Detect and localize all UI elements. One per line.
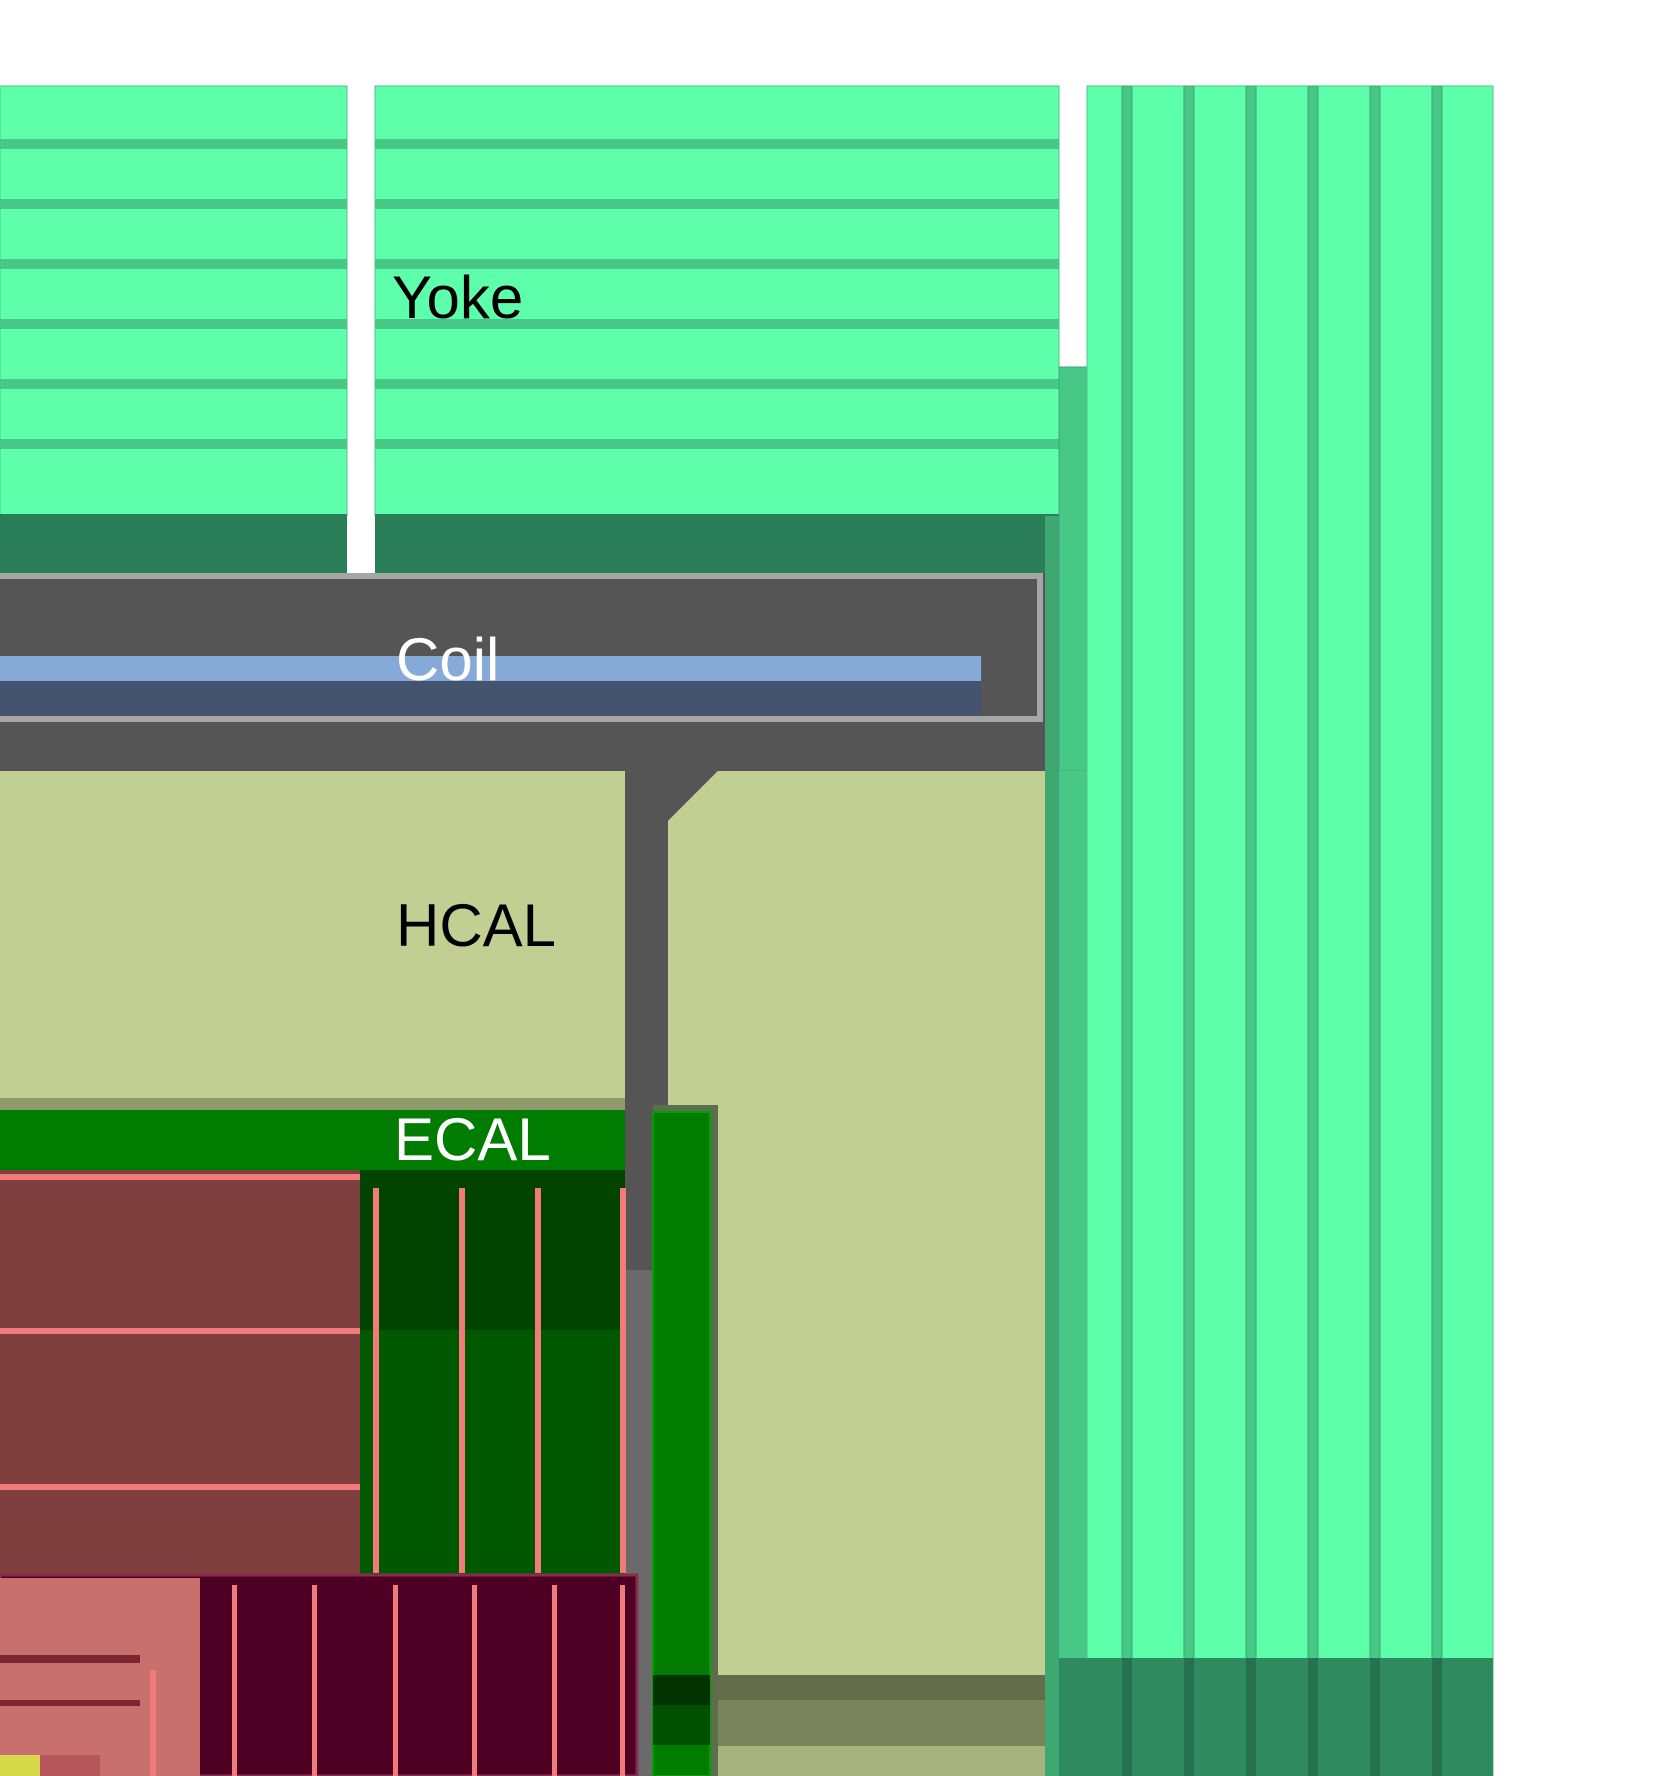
label-yoke: Yoke bbox=[392, 264, 523, 331]
yoke-barrel-right bbox=[374, 85, 1060, 573]
label-coil: Coil bbox=[396, 626, 499, 693]
yoke-step-strip bbox=[1058, 366, 1088, 772]
coil bbox=[0, 656, 981, 715]
hcal-barrel bbox=[0, 771, 625, 1110]
label-hcal: HCAL bbox=[396, 892, 556, 959]
yoke-endcap bbox=[1059, 85, 1494, 1776]
hcal-endcap bbox=[668, 771, 1045, 1776]
yoke-lower-strip bbox=[1045, 516, 1059, 1776]
tracker bbox=[0, 1170, 626, 1575]
ecal-endcap bbox=[652, 1105, 718, 1776]
yoke-barrel-left bbox=[0, 85, 348, 573]
inner-tracker bbox=[0, 1573, 639, 1776]
label-ecal: ECAL bbox=[394, 1106, 551, 1173]
